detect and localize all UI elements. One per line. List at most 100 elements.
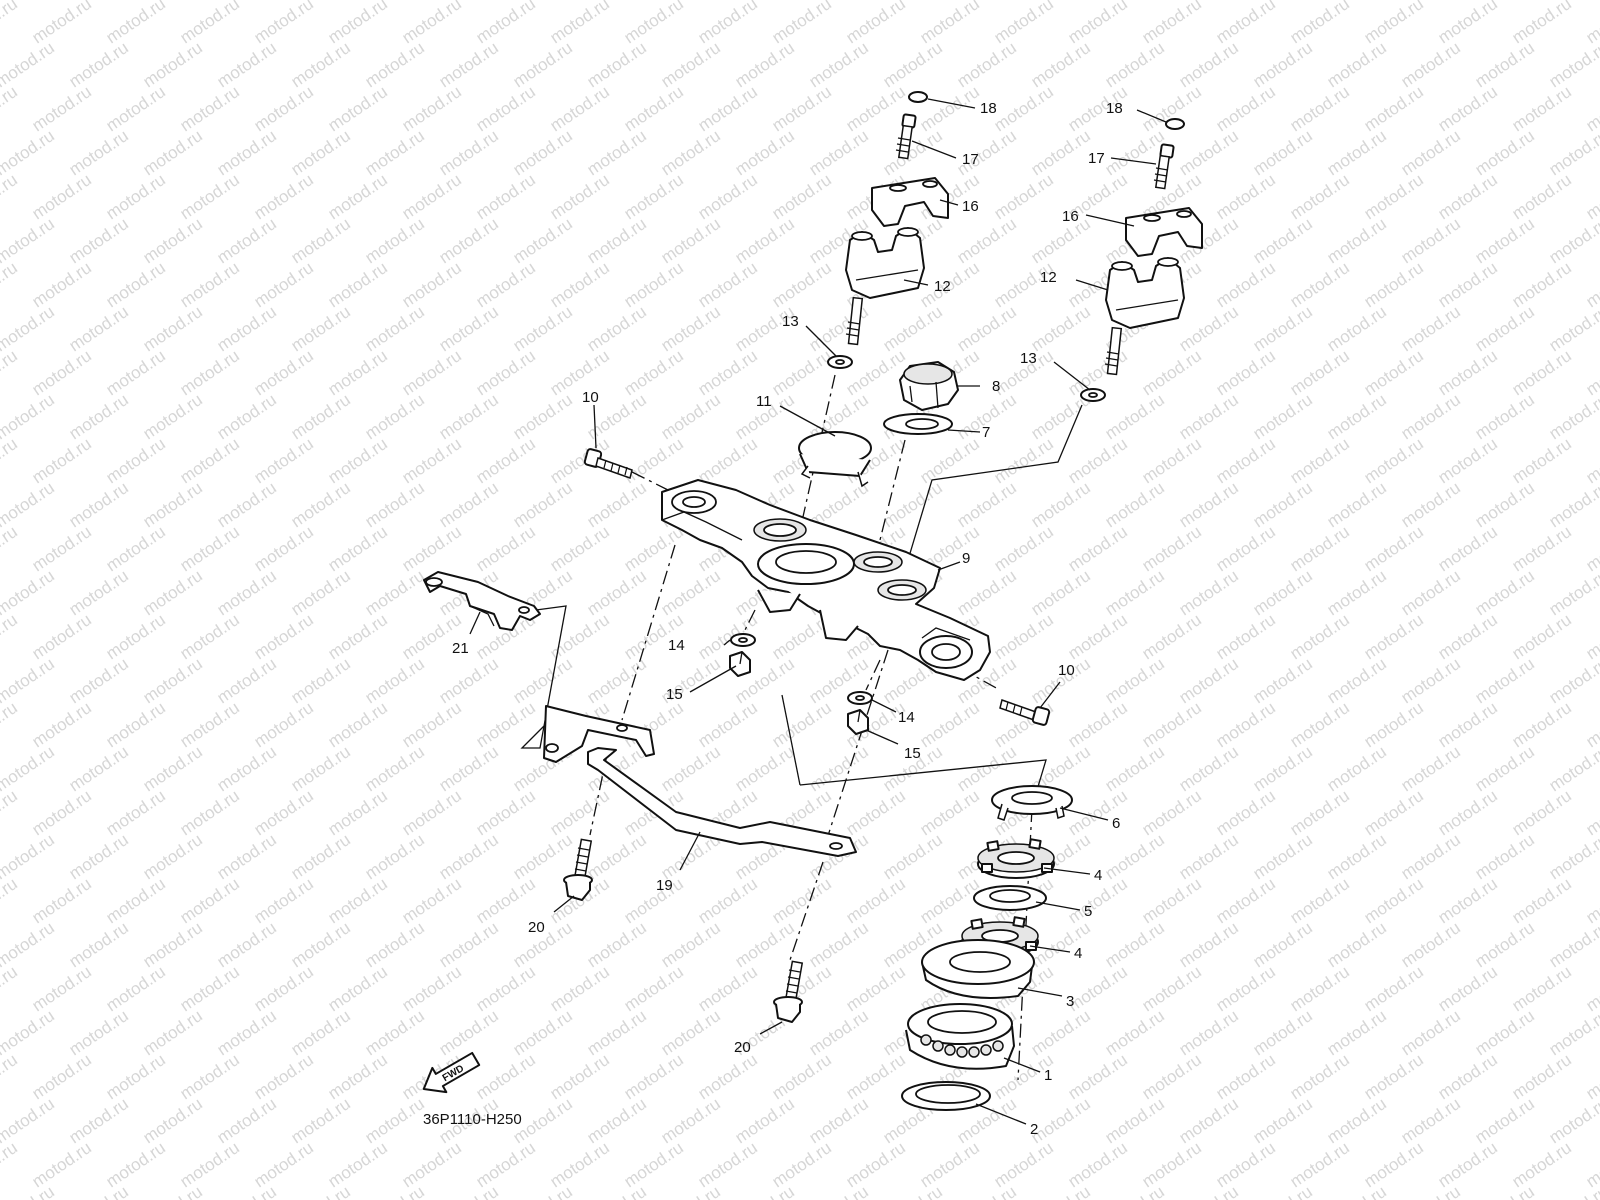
watermark-text: motod.ru [1028,126,1094,179]
watermark-text: motod.ru [1139,1138,1205,1191]
watermark-text: motod.ru [251,962,317,1015]
watermark-text: motod.ru [29,698,95,751]
watermark-text: motod.ru [140,566,206,619]
watermark-text: motod.ru [1287,522,1353,575]
watermark-text: motod.ru [547,962,613,1015]
watermark-text: motod.ru [66,126,132,179]
watermark-text: motod.ru [584,214,650,267]
watermark-text: motod.ru [177,1138,243,1191]
callout-16-right: 16 [1062,208,1079,225]
watermark-text: motod.ru [1065,522,1131,575]
watermark-text: motod.ru [177,962,243,1015]
watermark-text: motod.ru [1472,830,1538,883]
watermark-text: motod.ru [66,38,132,91]
watermark-text: motod.ru [658,126,724,179]
watermark-text: motod.ru [288,302,354,355]
watermark-text: motod.ru [843,962,909,1015]
watermark-text: motod.ru [29,962,95,1015]
watermark-text: motod.ru [584,126,650,179]
watermark-text: motod.ru [1250,390,1316,443]
watermark-text: motod.ru [1546,214,1600,267]
watermark-text: motod.ru [1287,962,1353,1015]
watermark-text: motod.ru [695,82,761,135]
watermark-text: motod.ru [1287,258,1353,311]
callout-16-left: 16 [962,198,979,215]
watermark-text: motod.ru [288,126,354,179]
watermark-text: motod.ru [1287,0,1353,47]
watermark-text: motod.ru [843,0,909,47]
watermark-text: motod.ru [362,478,428,531]
watermark-text: motod.ru [362,1094,428,1147]
callout-4-lower: 4 [1074,945,1082,962]
watermark-text: motod.ru [732,1094,798,1147]
watermark-text: motod.ru [1472,1006,1538,1059]
watermark-text: motod.ru [547,1138,613,1191]
watermark-text: motod.ru [769,874,835,927]
watermark-text: motod.ru [1213,346,1279,399]
watermark-text: motod.ru [806,742,872,795]
watermark-text: motod.ru [436,918,502,971]
watermark-text: motod.ru [0,962,21,1015]
watermark-text: motod.ru [1472,918,1538,971]
watermark-text: motod.ru [1176,38,1242,91]
watermark-text: motod.ru [177,82,243,135]
watermark-text: motod.ru [177,0,243,47]
part-10-bolt-lower [999,699,1051,726]
watermark-text: motod.ru [658,566,724,619]
watermark-text: motod.ru [103,1138,169,1191]
watermark-text: motod.ru [1250,1182,1316,1200]
watermark-text: motod.ru [0,1138,21,1191]
watermark-text: motod.ru [1509,962,1575,1015]
watermark-text: motod.ru [510,390,576,443]
watermark-text: motod.ru [103,346,169,399]
watermark-text: motod.ru [732,918,798,971]
watermark-text: motod.ru [1065,0,1131,47]
watermark-text: motod.ru [0,346,21,399]
watermark-text: motod.ru [1546,1006,1600,1059]
watermark-text: motod.ru [806,302,872,355]
watermark-text: motod.ru [140,478,206,531]
watermark-text: motod.ru [1139,962,1205,1015]
watermark-text: motod.ru [362,214,428,267]
watermark-text: motod.ru [1139,434,1205,487]
watermark-text: motod.ru [1546,1094,1600,1147]
watermark-text: motod.ru [66,742,132,795]
watermark-text: motod.ru [288,742,354,795]
watermark-text: motod.ru [1361,962,1427,1015]
watermark-text: motod.ru [1324,38,1390,91]
watermark-text: motod.ru [473,258,539,311]
watermark-text: motod.ru [1176,478,1242,531]
watermark-text: motod.ru [1435,610,1501,663]
watermark-text: motod.ru [473,698,539,751]
watermark-text: motod.ru [1028,214,1094,267]
callout-3: 3 [1066,993,1074,1010]
watermark-text: motod.ru [103,258,169,311]
watermark-text: motod.ru [436,742,502,795]
watermark-text: motod.ru [658,390,724,443]
watermark-text: motod.ru [66,390,132,443]
watermark-text: motod.ru [954,302,1020,355]
watermark-text: motod.ru [1176,1094,1242,1147]
watermark-text: motod.ru [66,654,132,707]
watermark-text: motod.ru [1435,434,1501,487]
watermark-text: motod.ru [1398,302,1464,355]
watermark-text: motod.ru [658,1006,724,1059]
watermark-text: motod.ru [1287,1050,1353,1103]
part-1-bearing [905,1003,1015,1070]
part-9-triple-clamp [661,479,991,681]
watermark-text: motod.ru [584,918,650,971]
watermark-text: motod.ru [436,126,502,179]
part-19-bracket [543,705,857,857]
watermark-text: motod.ru [473,522,539,575]
watermark-text: motod.ru [1213,1138,1279,1191]
watermark-text: motod.ru [917,0,983,47]
watermark-text: motod.ru [769,698,835,751]
watermark-text: motod.ru [436,390,502,443]
watermark-text: motod.ru [1139,522,1205,575]
watermark-text: motod.ru [29,82,95,135]
watermark-text: motod.ru [436,1006,502,1059]
watermark-text: motod.ru [362,742,428,795]
watermark-text: motod.ru [1176,126,1242,179]
watermark-text: motod.ru [1324,390,1390,443]
watermark-text: motod.ru [399,698,465,751]
